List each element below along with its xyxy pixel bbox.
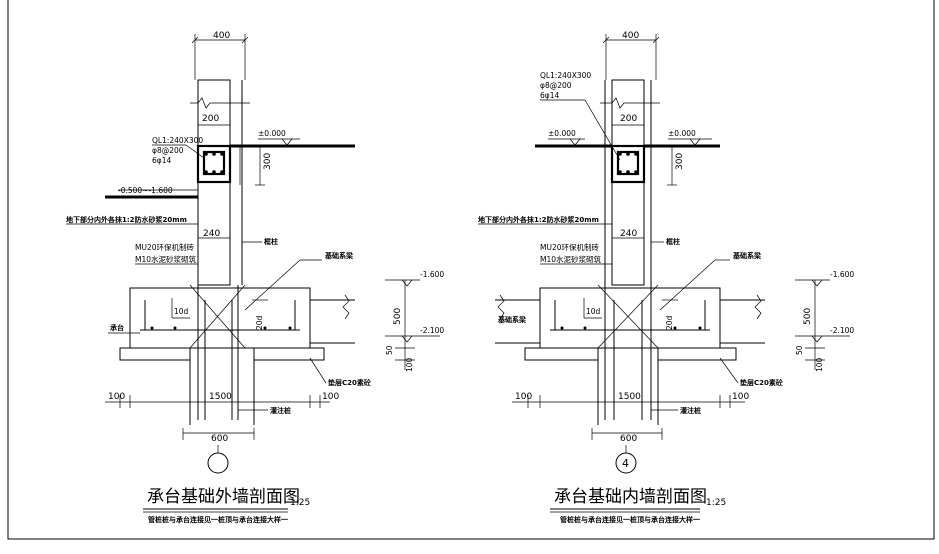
- section-scale: 1:25: [290, 498, 310, 508]
- ring-beam: [196, 144, 232, 184]
- beam-spec-size: QL1:240X300: [152, 136, 203, 145]
- elev-1600: -1.600: [420, 270, 444, 279]
- elev-1600: -1.600: [830, 270, 854, 279]
- dim-500: 500: [393, 308, 403, 325]
- cap-label: 承台: [110, 323, 124, 332]
- brick-spec-2: M10水泥砂浆砌筑: [135, 254, 197, 264]
- dim-200: 200: [620, 114, 637, 124]
- section-title: 承台基础外墙剖面图: [147, 487, 300, 507]
- dim-100-mid: 100: [322, 392, 339, 402]
- tie-beam-label: 基础系梁: [324, 251, 354, 260]
- dim-600: 600: [211, 434, 228, 444]
- detail-circle: [615, 452, 637, 474]
- cushion-left: [119, 347, 191, 361]
- tie-beam-label: 基础系梁: [732, 251, 762, 260]
- dim-240: 240: [203, 229, 220, 239]
- elev-zero-right: ±0.000: [668, 129, 696, 138]
- elev-2100: -2.100: [420, 326, 444, 335]
- pile-cap: [129, 287, 311, 349]
- section-outer-wall: 400 200 300 ±0.000 QL1:240X300 φ8@200 6φ…: [66, 31, 444, 524]
- cap-label: 基础系梁: [497, 315, 527, 324]
- section-title: 承台基础内墙剖面图: [554, 487, 707, 507]
- lap-20d: 20d: [255, 315, 264, 330]
- frame-column-label: 框柱: [264, 237, 278, 246]
- cushion-right: [657, 347, 737, 361]
- dim-100-left: 100: [108, 392, 125, 402]
- lap-20d: 20d: [665, 315, 674, 330]
- detail-circle: [207, 452, 229, 474]
- cushion-label: 垫层C20素砼: [328, 378, 372, 387]
- dim-400: 400: [622, 31, 639, 41]
- dim-100-left: 100: [515, 392, 532, 402]
- dim-300: 300: [263, 153, 273, 170]
- dim-600: 600: [620, 434, 637, 444]
- drawing-border: [7, 0, 935, 540]
- waterproof-note: 地下部分内外各抹1:2防水砂浆20mm: [478, 215, 599, 224]
- dim-50: 50: [385, 345, 394, 355]
- beam-spec-size: QL1:240X300: [540, 71, 591, 80]
- cushion-label: 垫层C20素砼: [740, 378, 784, 387]
- section-note: 管桩桩与承台连接见一桩顶与承台连接大样一: [148, 515, 288, 524]
- dim-200: 200: [202, 114, 219, 124]
- brick-spec-1: MU20环保机制砖: [540, 242, 600, 252]
- section-note: 管桩桩与承台连接见一桩顶与承台连接大样一: [560, 515, 700, 524]
- frame-column-label: 框柱: [666, 237, 680, 246]
- dim-400: 400: [213, 31, 230, 41]
- section-inner-wall: 400 200 ±0.000 ±0.000 300 QL1:240X300 φ8…: [478, 31, 854, 524]
- detail-number: 4: [622, 457, 629, 470]
- dim-100-mid: 100: [732, 392, 749, 402]
- elev-zero-left: ±0.000: [548, 129, 576, 138]
- lap-10d: 10d: [586, 307, 601, 316]
- dim-300: 300: [675, 153, 685, 170]
- dim-1500: 1500: [618, 392, 641, 402]
- dim-100-right: 100: [815, 357, 824, 372]
- ring-beam: [610, 144, 646, 184]
- pile-cap: [539, 287, 721, 349]
- beam-spec-main: 6φ14: [152, 156, 171, 165]
- pile-label: 灌注桩: [270, 406, 291, 415]
- dim-1500: 1500: [209, 392, 232, 402]
- pile-label: 灌注桩: [680, 406, 701, 415]
- brick-spec-2: M10水泥砂浆砌筑: [540, 254, 602, 264]
- beam-spec-stirrup: φ8@200: [152, 146, 184, 155]
- beam-spec-stirrup: φ8@200: [540, 81, 572, 90]
- dim-50: 50: [795, 345, 804, 355]
- elev-2100: -2.100: [830, 326, 854, 335]
- dim-240: 240: [620, 229, 637, 239]
- cushion-left: [524, 347, 599, 361]
- dim-500: 500: [803, 308, 813, 325]
- waterproof-note: 地下部分内外各抹1:2防水砂浆20mm: [66, 215, 187, 224]
- elev-zero: ±0.000: [258, 129, 286, 138]
- dim-wall-width: 400: [191, 31, 249, 80]
- beam-spec-main: 6φ14: [540, 91, 559, 100]
- dim-100-right: 100: [405, 357, 414, 372]
- cushion-right: [253, 347, 325, 361]
- lap-10d: 10d: [174, 307, 189, 316]
- brick-spec-1: MU20环保机制砖: [135, 242, 195, 252]
- section-scale: 1:25: [706, 498, 726, 508]
- elev-ground: -0.500~-1.600: [118, 186, 173, 195]
